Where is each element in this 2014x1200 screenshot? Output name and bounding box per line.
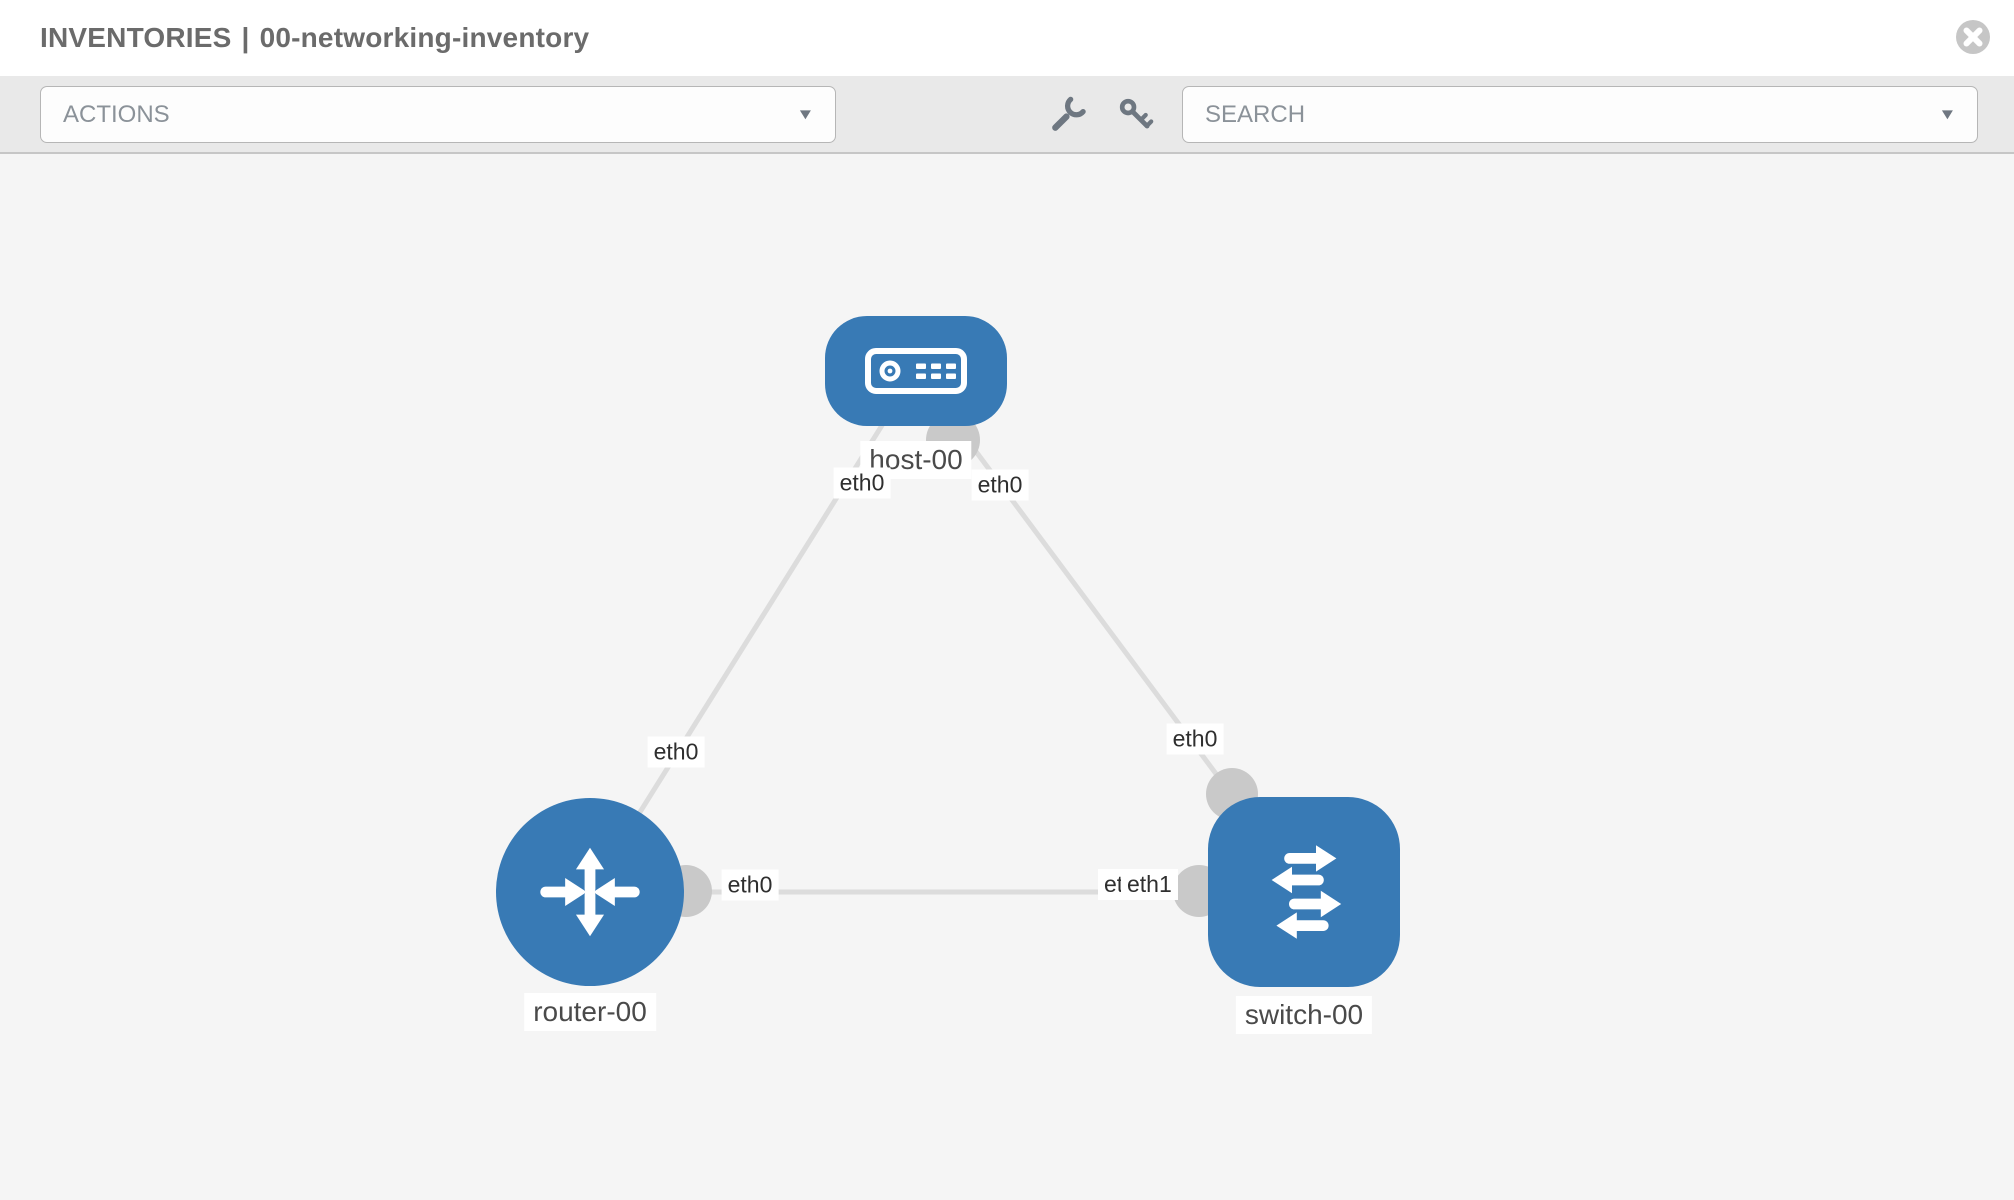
search-placeholder: SEARCH [1205, 100, 1306, 128]
breadcrumb[interactable]: INVENTORIES [40, 22, 232, 53]
actions-dropdown-label: ACTIONS [63, 100, 170, 128]
node-host-00[interactable] [825, 316, 1007, 426]
actions-dropdown[interactable]: ACTIONS ▼ [40, 86, 836, 143]
switch-icon [1271, 845, 1342, 939]
title-separator: | [241, 22, 250, 53]
interface-label-switch-eth1: eth1 [1121, 869, 1178, 900]
interface-label-router-top: eth0 [647, 736, 705, 768]
topology-canvas[interactable]: host-00 router-00 switch-00 eth0 eth0 et… [0, 154, 2014, 1200]
configure-button[interactable] [1049, 96, 1087, 134]
interface-label-router-eth0: eth0 [721, 869, 779, 901]
node-switch-00[interactable] [1208, 797, 1400, 987]
host-icon [865, 348, 967, 394]
inventory-name: 00-networking-inventory [259, 22, 590, 53]
node-router-00[interactable] [496, 798, 684, 986]
toolbar: ACTIONS ▼ SEARCH ▼ [0, 76, 2014, 154]
credentials-button[interactable] [1117, 96, 1155, 134]
key-icon [1119, 98, 1154, 129]
topology-links-layer [587, 369, 1307, 917]
node-label-router: router-00 [524, 993, 656, 1031]
search-dropdown[interactable]: SEARCH ▼ [1182, 86, 1978, 143]
interface-label-host-right: eth0 [971, 469, 1029, 501]
close-button[interactable] [1954, 18, 1992, 56]
close-icon [1956, 20, 1990, 54]
caret-down-icon: ▼ [1938, 106, 1957, 123]
node-label-switch: switch-00 [1235, 996, 1373, 1034]
caret-down-icon: ▼ [796, 106, 815, 123]
page-header: INVENTORIES | 00-networking-inventory [0, 0, 2014, 76]
wrench-icon [1052, 96, 1086, 131]
router-icon [540, 847, 640, 937]
page-title: INVENTORIES | 00-networking-inventory [40, 0, 589, 76]
interface-label-switch-top: eth0 [1166, 723, 1224, 755]
interface-label-host-left: eth0 [833, 467, 891, 499]
